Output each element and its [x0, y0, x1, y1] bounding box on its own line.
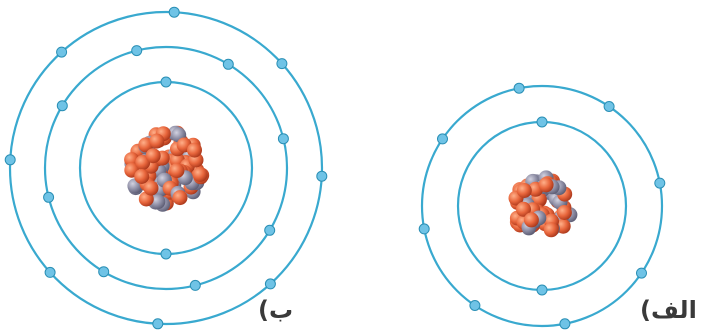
- proton: [144, 181, 159, 196]
- proton: [557, 205, 572, 220]
- electron: [57, 101, 67, 111]
- electron: [560, 319, 570, 329]
- proton: [193, 167, 208, 182]
- electron: [99, 267, 109, 277]
- proton: [149, 134, 164, 149]
- electron: [537, 285, 547, 295]
- electron: [169, 7, 179, 17]
- electron: [278, 134, 288, 144]
- atom-alef-label: الف): [640, 296, 697, 324]
- electron: [604, 102, 614, 112]
- electron: [190, 280, 200, 290]
- atom-alef: [419, 83, 665, 329]
- electron: [470, 301, 480, 311]
- electron: [161, 77, 171, 87]
- proton: [169, 163, 184, 178]
- proton: [539, 177, 554, 192]
- proton: [187, 143, 202, 158]
- electron: [514, 83, 524, 93]
- atom-b: [5, 7, 327, 329]
- electron: [44, 192, 54, 202]
- electron: [161, 249, 171, 259]
- electron: [223, 59, 233, 69]
- proton: [544, 222, 559, 237]
- electron: [45, 267, 55, 277]
- electron: [637, 268, 647, 278]
- electron: [277, 59, 287, 69]
- electron: [5, 155, 15, 165]
- electron: [419, 224, 429, 234]
- nucleus: [509, 170, 578, 237]
- atom-b-label: ب): [258, 296, 293, 324]
- electron: [655, 178, 665, 188]
- electron: [132, 46, 142, 56]
- electron: [153, 319, 163, 329]
- electron: [265, 279, 275, 289]
- electron: [438, 134, 448, 144]
- electron: [57, 47, 67, 57]
- proton: [134, 169, 149, 184]
- electron: [317, 171, 327, 181]
- electron: [265, 225, 275, 235]
- electron: [537, 117, 547, 127]
- nucleus: [124, 126, 209, 212]
- proton: [146, 148, 161, 163]
- proton: [173, 190, 188, 205]
- proton: [524, 212, 539, 227]
- proton: [517, 183, 532, 198]
